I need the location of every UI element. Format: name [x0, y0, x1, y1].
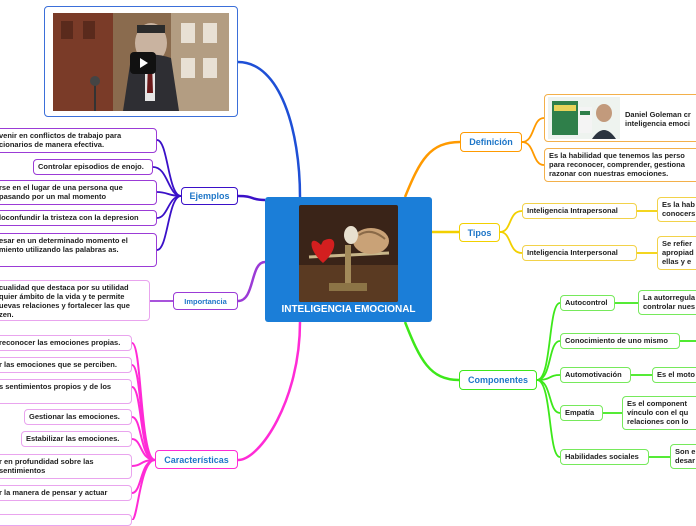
- componente-autocontrol-desc[interactable]: La autorregula controlar nues: [638, 290, 696, 315]
- componente-automotivacion-desc[interactable]: Es el moto: [652, 367, 696, 383]
- branch-tipos[interactable]: Tipos: [459, 223, 500, 242]
- goleman-image: [548, 97, 620, 139]
- ejemplo-item[interactable]: Controlar episodios de enojo.: [33, 159, 153, 175]
- play-icon[interactable]: [130, 52, 156, 74]
- componente-autocontrol[interactable]: Autocontrol: [560, 295, 615, 311]
- caracteristica-item[interactable]: Estabilizar las emociones.: [21, 431, 132, 447]
- branch-componentes[interactable]: Componentes: [459, 370, 537, 390]
- componente-empatia[interactable]: Empatía: [560, 405, 603, 421]
- branch-importancia[interactable]: Importancia: [173, 292, 238, 310]
- ejemplo-item[interactable]: esar en un determinado momento el miento…: [0, 233, 157, 267]
- video-thumbnail[interactable]: [53, 13, 229, 111]
- video-scene-image: [53, 13, 229, 111]
- tipo-interpersonal-desc[interactable]: Se refier apropiad ellas y e: [657, 236, 696, 270]
- componente-empatia-desc[interactable]: Es el component vínculo con el qu relaci…: [622, 396, 696, 430]
- componente-automotivacion[interactable]: Automotivación: [560, 367, 631, 383]
- caracteristica-item[interactable]: r la manera de pensar y actuar: [0, 485, 132, 501]
- central-topic-image: [299, 205, 398, 302]
- central-topic-node[interactable]: INTELIGENCIA EMOCIONAL: [265, 197, 432, 322]
- definicion-goleman-node[interactable]: Daniel Goleman cr inteligencia emoci: [544, 94, 696, 142]
- tipo-interpersonal[interactable]: Inteligencia Interpersonal: [522, 245, 637, 261]
- caracteristica-item[interactable]: s sentimientos propios y de los: [0, 379, 132, 404]
- caracteristica-item[interactable]: r en profundidad sobre las sentimientos: [0, 454, 132, 479]
- componente-habilidades-desc[interactable]: Son e desar: [670, 444, 696, 469]
- caracteristica-item[interactable]: r las emociones que se perciben.: [0, 357, 132, 373]
- caracteristica-item[interactable]: [0, 514, 132, 526]
- branch-definicion[interactable]: Definición: [460, 132, 522, 152]
- central-topic-title: INTELIGENCIA EMOCIONAL: [281, 304, 416, 315]
- tipo-intrapersonal-desc[interactable]: Es la hab conocers: [657, 197, 696, 222]
- componente-conocimiento[interactable]: Conocimiento de uno mismo: [560, 333, 680, 349]
- definicion-text[interactable]: Es la habilidad que tenemos las perso pa…: [544, 148, 696, 182]
- componente-habilidades[interactable]: Habilidades sociales: [560, 449, 649, 465]
- ejemplo-item[interactable]: rse en el lugar de una persona que pasan…: [0, 180, 157, 205]
- ejemplo-item[interactable]: loconfundir la tristeza con la depresion: [0, 210, 157, 226]
- branch-caracteristicas[interactable]: Características: [155, 450, 238, 469]
- branch-ejemplos[interactable]: Ejemplos: [181, 187, 238, 205]
- ejemplo-item[interactable]: venir en conflictos de trabajo para cion…: [0, 128, 157, 153]
- goleman-text: Daniel Goleman cr inteligencia emoci: [625, 110, 691, 128]
- tipo-intrapersonal[interactable]: Inteligencia Intrapersonal: [522, 203, 637, 219]
- caracteristica-item[interactable]: reconocer las emociones propias.: [0, 335, 132, 351]
- caracteristica-item[interactable]: Gestionar las emociones.: [24, 409, 132, 425]
- video-node[interactable]: [44, 6, 238, 117]
- importancia-text[interactable]: cualidad que destaca por su utilidad qui…: [0, 280, 150, 321]
